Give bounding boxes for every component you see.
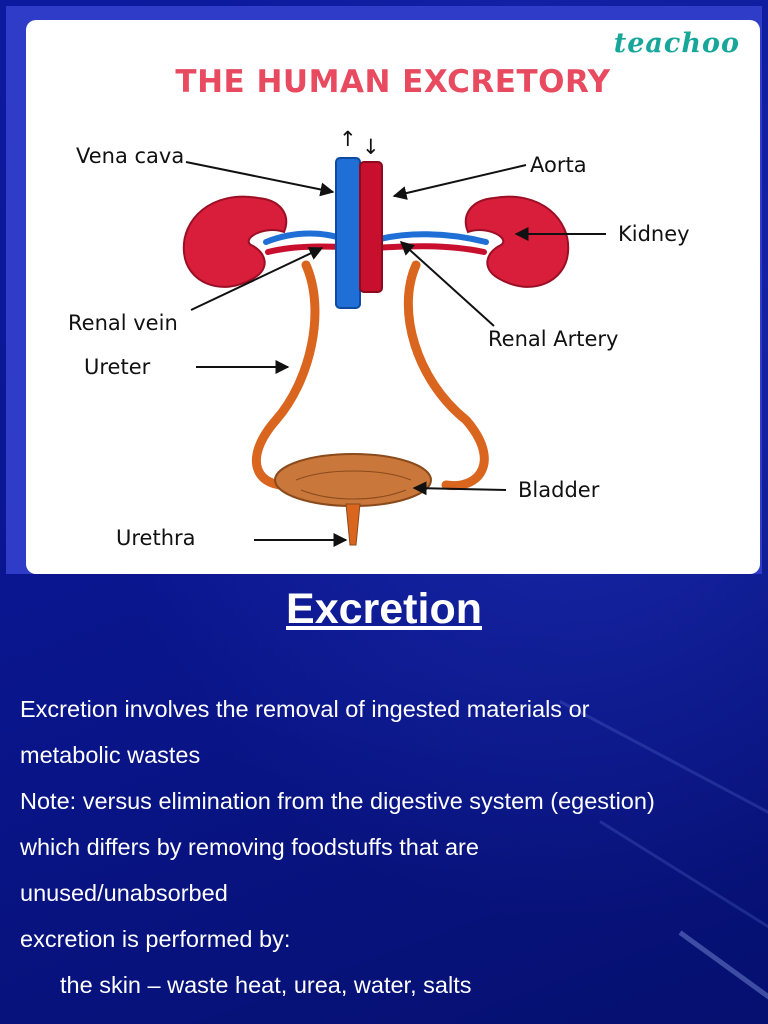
label-bladder: Bladder <box>518 478 600 502</box>
label-vena-cava: Vena cava <box>76 144 184 168</box>
bladder-organ <box>274 453 432 546</box>
slide-body: Excretion involves the removal of ingest… <box>20 686 750 1008</box>
teachoo-logo: teachoo <box>613 28 740 59</box>
right-kidney <box>464 195 570 288</box>
diagram-title: THE HUMAN EXCRETORY <box>175 64 611 100</box>
label-aorta: Aorta <box>530 153 587 177</box>
label-pointers <box>185 161 606 547</box>
label-urethra: Urethra <box>116 526 196 550</box>
label-renal-vein: Renal vein <box>68 311 178 335</box>
figure-frame: teachoo THE HUMAN EXCRETORY <box>6 6 762 574</box>
down-flow-arrow: ↓ <box>362 135 380 159</box>
body-line: which differs by removing foodstuffs tha… <box>20 834 479 860</box>
excretory-system-diagram: ↑ ↓ Vena cava Aorta <box>68 127 690 550</box>
ureters <box>251 260 489 491</box>
excretory-diagram-card: teachoo THE HUMAN EXCRETORY <box>26 20 760 574</box>
left-kidney <box>182 195 288 288</box>
up-flow-arrow: ↑ <box>339 127 357 151</box>
aorta-vessel <box>359 161 383 293</box>
body-line-indented: the skin – waste heat, urea, water, salt… <box>60 972 472 998</box>
label-kidney: Kidney <box>618 222 690 246</box>
body-line: metabolic wastes <box>20 742 201 768</box>
body-line: Note: versus elimination from the digest… <box>20 788 655 814</box>
body-line: unused/unabsorbed <box>20 880 228 906</box>
label-renal-artery: Renal Artery <box>488 327 618 351</box>
label-ureter: Ureter <box>84 355 151 379</box>
slide-title: Excretion <box>286 585 482 633</box>
body-line: Excretion involves the removal of ingest… <box>20 696 590 722</box>
vena-cava-vessel <box>335 157 361 309</box>
body-line: excretion is performed by: <box>20 926 291 952</box>
